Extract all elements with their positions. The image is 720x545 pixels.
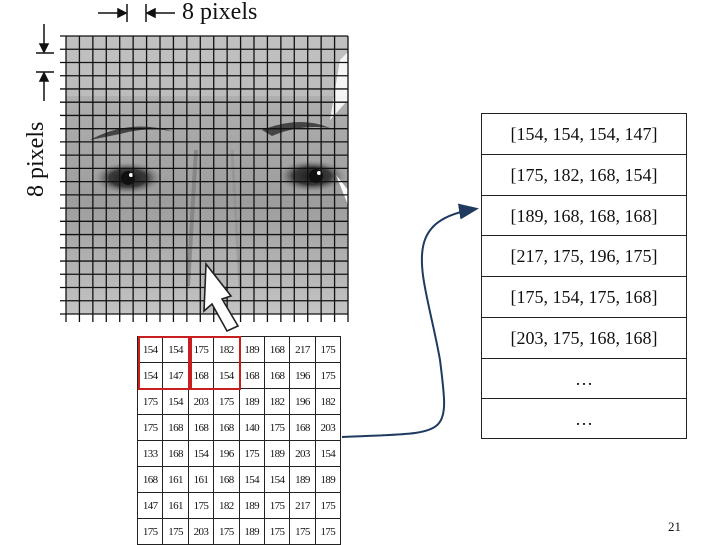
pixel-cell: 175	[213, 518, 240, 545]
pixel-cell: 161	[162, 492, 189, 519]
pixel-cell: 168	[136, 466, 164, 493]
pixel-cell: 175	[314, 518, 342, 545]
pixel-cell: 168	[162, 440, 189, 467]
pixel-cell: 154	[162, 336, 189, 363]
nose-shadow	[186, 149, 198, 287]
pixel-cell: 168	[289, 414, 316, 441]
pixel-cell: 168	[213, 414, 240, 441]
vector-row: [189, 168, 168, 168]	[482, 196, 686, 237]
pixel-cell: 175	[263, 414, 291, 441]
pixel-cell: 168	[162, 414, 189, 441]
pixel-cell: 168	[213, 466, 240, 493]
pixel-cell: 182	[314, 388, 342, 415]
pixel-cell: 154	[136, 362, 164, 389]
pixel-cell: 161	[187, 466, 215, 493]
pixel-cell: 189	[238, 518, 265, 545]
vector-row: [154, 154, 154, 147]	[482, 114, 686, 155]
pixel-cell: 175	[162, 518, 189, 545]
side-dimension-label: 8 pixels	[23, 121, 49, 197]
top-dimension-marker	[98, 4, 175, 22]
pixel-cell: 168	[187, 414, 215, 441]
vector-row: [217, 175, 196, 175]	[482, 236, 686, 277]
pixel-cell: 189	[238, 336, 265, 363]
pixel-cell: 203	[187, 518, 215, 545]
top-dimension-label: 8 pixels	[182, 0, 258, 25]
right-eyebrow	[262, 121, 330, 136]
pixel-cell: 196	[289, 362, 316, 389]
vector-row: [203, 175, 168, 168]	[482, 318, 686, 359]
pixel-cell: 175	[263, 492, 291, 519]
vector-row: [175, 154, 175, 168]	[482, 277, 686, 318]
pixel-cell: 175	[289, 518, 316, 545]
pixel-cell: 175	[238, 440, 265, 467]
pixel-cell: 154	[314, 440, 342, 467]
pixel-cell: 168	[238, 362, 265, 389]
pixel-cell: 175	[263, 518, 291, 545]
zoom-pointer-arrow	[203, 261, 240, 333]
connector-arrow	[341, 203, 479, 438]
pixel-cell: 189	[263, 440, 291, 467]
pixel-cell: 196	[213, 440, 240, 467]
vector-row: …	[575, 409, 593, 430]
highlight-block-2	[190, 336, 241, 390]
pixel-cell: 168	[263, 336, 291, 363]
page-number: 21	[668, 519, 681, 534]
pixel-cell: 175	[314, 336, 342, 363]
pixel-cell: 196	[289, 388, 316, 415]
pixel-cell: 182	[263, 388, 291, 415]
pixel-cell: 168	[187, 362, 215, 389]
pixel-cell: 217	[289, 492, 316, 519]
vector-row: …	[482, 359, 686, 400]
pixel-cell: 203	[187, 388, 215, 415]
vector-list: [154, 154, 154, 147] [175, 182, 168, 154…	[481, 113, 687, 439]
pixel-cell: 189	[238, 388, 265, 415]
pixel-cell: 175	[136, 388, 164, 415]
pixel-cell: 189	[238, 492, 265, 519]
pixel-cell: 154	[263, 466, 291, 493]
pixel-cell: 175	[213, 388, 240, 415]
pixel-cell: 175	[187, 336, 215, 363]
pixel-cell: 182	[213, 336, 240, 363]
pixel-cell: 154	[187, 440, 215, 467]
pixel-cell: 175	[314, 492, 342, 519]
pixel-cell: 217	[289, 336, 316, 363]
pixel-cell: 189	[289, 466, 316, 493]
pixel-cell: 175	[136, 518, 164, 545]
pixel-cell: 133	[136, 440, 164, 467]
pixel-cell: 154	[162, 388, 189, 415]
pixel-cell: 154	[238, 466, 265, 493]
pixel-cell: 203	[314, 414, 342, 441]
pixel-cell: 168	[263, 362, 291, 389]
pixel-cell: 147	[136, 492, 164, 519]
pixel-cell: 203	[289, 440, 316, 467]
pixel-cell: 175	[187, 492, 215, 519]
pixel-cell: 161	[162, 466, 189, 493]
pixel-cell: 140	[238, 414, 265, 441]
pixel-cell: 175	[136, 414, 164, 441]
vector-row: [175, 182, 168, 154]	[482, 155, 686, 196]
highlight-block-1	[138, 336, 190, 390]
pixel-cell: 175	[314, 362, 342, 389]
pixel-cell: 189	[314, 466, 342, 493]
pixel-cell: 147	[162, 362, 189, 389]
pixel-cell: 182	[213, 492, 240, 519]
side-dimension-marker	[36, 24, 54, 101]
